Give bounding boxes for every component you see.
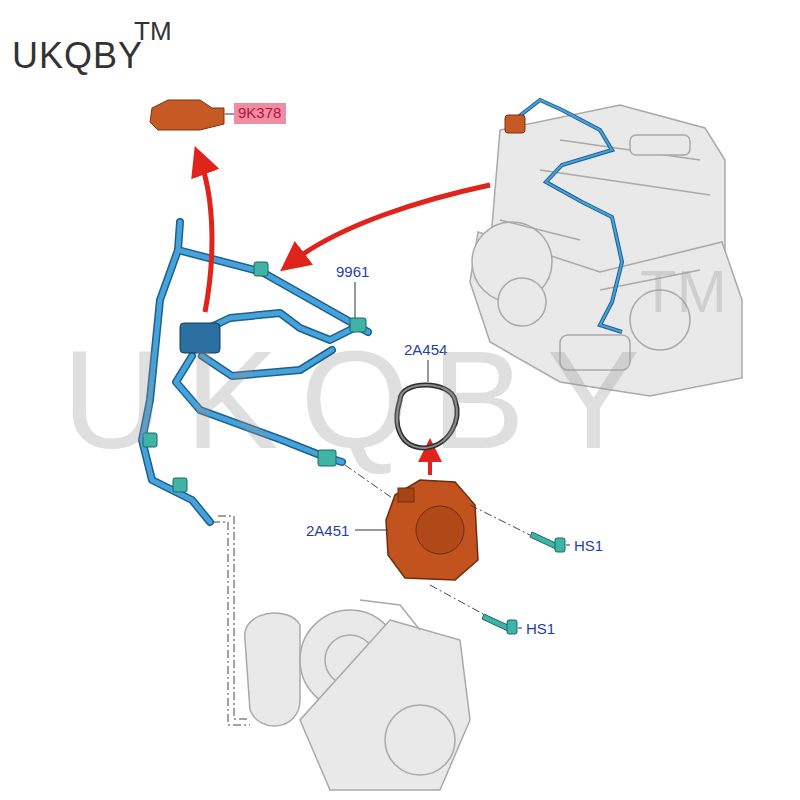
watermark: UKQBY [62,330,662,470]
engine-hose [508,100,622,332]
engine-sensor [505,115,525,133]
brand-name: UKQBY [12,38,143,74]
part-number-highlight: 9K378 [234,103,286,124]
part-number: 2A451 [306,523,349,538]
assembly-line [212,516,250,725]
leader-line [225,114,234,115]
bolt [482,532,565,634]
assembly-line [345,465,530,615]
part-number: 9961 [336,264,369,279]
red-arrow [200,160,212,312]
red-arrow [292,185,490,262]
part-number: HS1 [574,538,603,553]
turbocharger [245,600,470,790]
pressure-sensor [150,100,224,130]
vacuum-pump [386,480,478,580]
watermark: TM [640,262,727,322]
part-number: HS1 [526,621,555,636]
part-number: 9K378 [238,105,282,122]
trademark: TM [134,18,172,44]
